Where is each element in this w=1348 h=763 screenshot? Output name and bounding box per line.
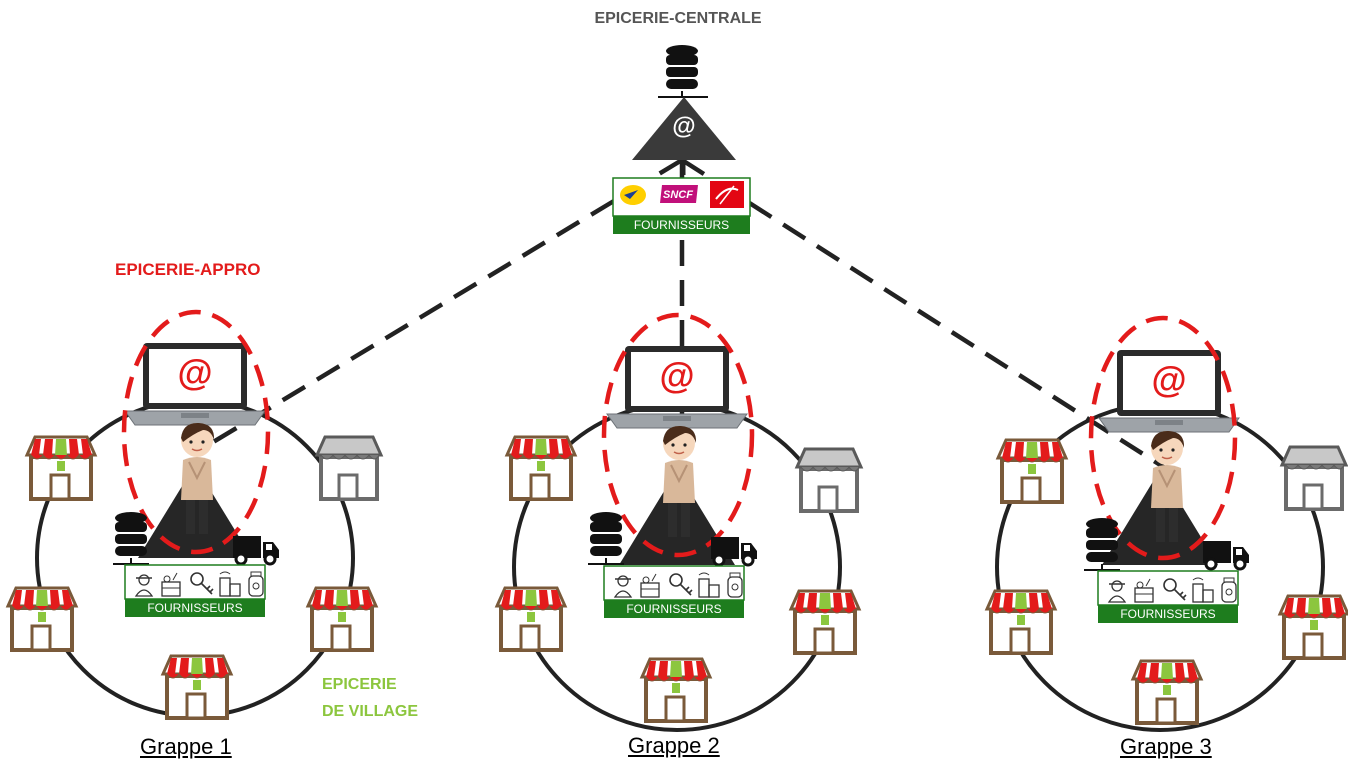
grappe-3-truck-icon	[1201, 539, 1251, 571]
grappe-2-appro-ring	[601, 312, 755, 558]
link-grappe-3	[680, 158, 1167, 470]
link-grappe-1	[193, 158, 684, 455]
central-at-symbol: @	[672, 113, 695, 140]
village-title-line2: DE VILLAGE	[322, 703, 419, 720]
village-shop	[495, 586, 567, 652]
sncf-logo-text: SNCF	[663, 189, 693, 201]
village-shop	[640, 657, 712, 723]
central-suppliers-label: FOURNISSEURS	[633, 218, 730, 232]
village-shop	[1131, 659, 1203, 725]
grappe-2-suppliers-label: FOURNISSEURS	[626, 602, 722, 616]
central-database-icon	[658, 44, 708, 98]
grappe-2-label: Grappe 2	[628, 733, 720, 758]
village-shop	[161, 654, 233, 720]
grappe-3-appro-ring	[1088, 315, 1238, 561]
central-node: @ SNCF	[612, 44, 751, 234]
village-shop-grey	[795, 447, 863, 513]
grappe-1-suppliers-label: FOURNISSEURS	[147, 601, 243, 615]
grappe-2-truck-icon	[709, 535, 759, 567]
grappe-3-suppliers-label: FOURNISSEURS	[1120, 607, 1216, 621]
grappe-2-database-icon	[587, 511, 625, 565]
village-shop	[505, 435, 577, 501]
central-title: EPICERIE-CENTRALE	[594, 10, 762, 27]
appro-title: EPICERIE-APPRO	[115, 260, 261, 279]
grappe-1-truck-icon	[231, 534, 281, 566]
village-title-line1: EPICERIE	[322, 676, 397, 693]
village-shop	[985, 589, 1057, 655]
village-shop	[306, 586, 378, 652]
la-poste-logo	[620, 185, 646, 205]
grappe-1-suppliers-box	[124, 564, 266, 617]
grappe-2-suppliers-box	[603, 565, 745, 618]
village-shop	[789, 589, 861, 655]
village-title: EPICERIE DE VILLAGE	[322, 671, 418, 725]
grappe-3-label: Grappe 3	[1120, 734, 1212, 759]
grappe-3-suppliers-box	[1097, 570, 1239, 623]
caisse-epargne-logo	[710, 181, 744, 208]
sncf-logo: SNCF	[660, 185, 698, 203]
grappe-1-appro-ring	[121, 309, 271, 555]
grappe-1: @	[6, 309, 383, 720]
village-shop	[6, 586, 78, 652]
village-shop-grey	[315, 435, 383, 501]
central-suppliers-box: SNCF	[612, 177, 751, 234]
central-server-pyramid	[632, 97, 736, 160]
grappe-3-at-symbol: @	[1151, 359, 1186, 400]
village-shop-grey	[1280, 445, 1348, 511]
grappe-3: @	[985, 315, 1348, 732]
grappe-2-at-symbol: @	[659, 355, 694, 396]
grappe-2: @	[495, 312, 863, 732]
grappe-1-at-symbol: @	[177, 352, 212, 393]
village-shop	[1278, 594, 1348, 660]
village-shop	[25, 435, 97, 501]
grappe-1-label: Grappe 1	[140, 734, 232, 759]
village-shop	[996, 438, 1068, 504]
